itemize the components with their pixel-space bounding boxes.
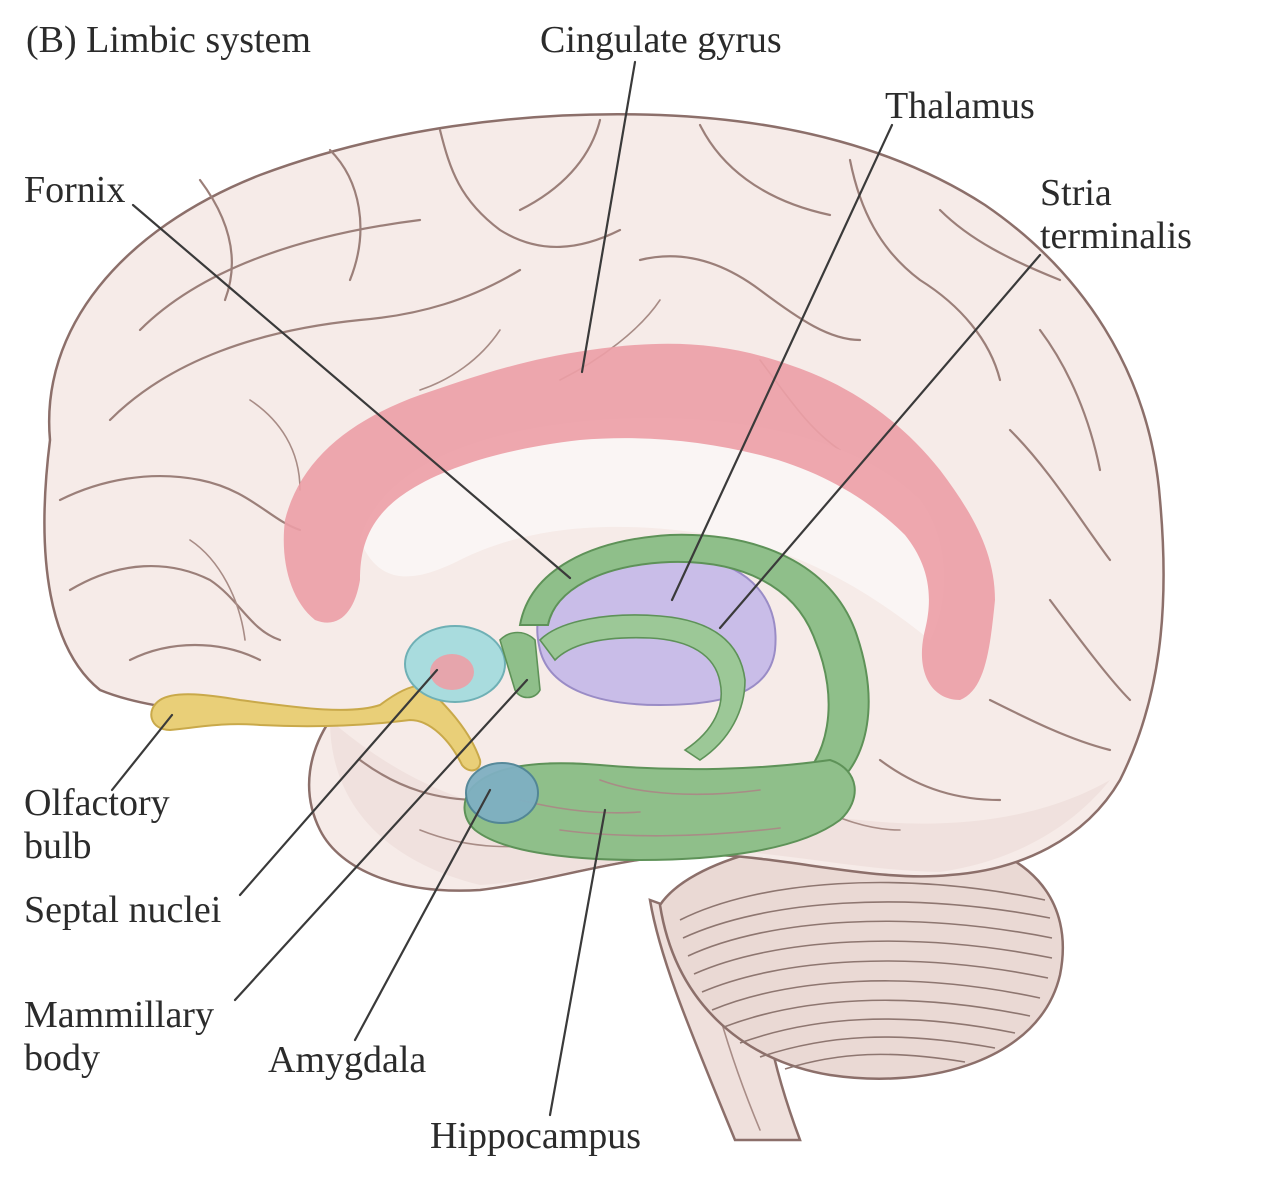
label-cingulate-gyrus: Cingulate gyrus	[540, 19, 782, 61]
leader-hippocampus	[548, 808, 607, 1117]
panel-title: (B) Limbic system	[26, 19, 311, 61]
leader-thalamus	[670, 123, 894, 602]
cerebral-hemisphere	[43, 113, 1165, 892]
leader-olfactory	[110, 713, 174, 792]
amygdala	[465, 762, 539, 824]
label-fornix: Fornix	[24, 169, 125, 211]
fornix-hippocampus	[463, 533, 870, 862]
leader-mammillary	[233, 678, 529, 1002]
label-septal-nuclei: Septal nuclei	[24, 889, 221, 931]
label-stria-line2: terminalis	[1040, 215, 1192, 257]
leader-cingulate	[580, 60, 637, 374]
leader-septal	[238, 668, 439, 897]
cerebellum	[658, 833, 1065, 1080]
septal-nuclei	[404, 625, 506, 703]
label-olfactory-line2: bulb	[24, 825, 92, 867]
label-mammillary-line2: body	[24, 1037, 100, 1079]
olfactory-bulb	[150, 685, 482, 772]
label-thalamus: Thalamus	[885, 85, 1035, 127]
label-stria-line1: Stria	[1040, 172, 1112, 214]
cingulate-gyrus	[283, 343, 995, 700]
leader-amygdala	[353, 788, 492, 1042]
leader-lines	[110, 60, 1042, 1117]
label-mammillary-line1: Mammillary	[24, 994, 214, 1036]
label-olfactory-line1: Olfactory	[24, 782, 170, 824]
label-hippocampus: Hippocampus	[430, 1115, 641, 1157]
labels: (B) Limbic system Cingulate gyrus Thalam…	[24, 19, 1192, 1157]
leader-fornix	[131, 203, 572, 580]
leader-stria	[718, 253, 1042, 630]
label-amygdala: Amygdala	[268, 1039, 426, 1081]
